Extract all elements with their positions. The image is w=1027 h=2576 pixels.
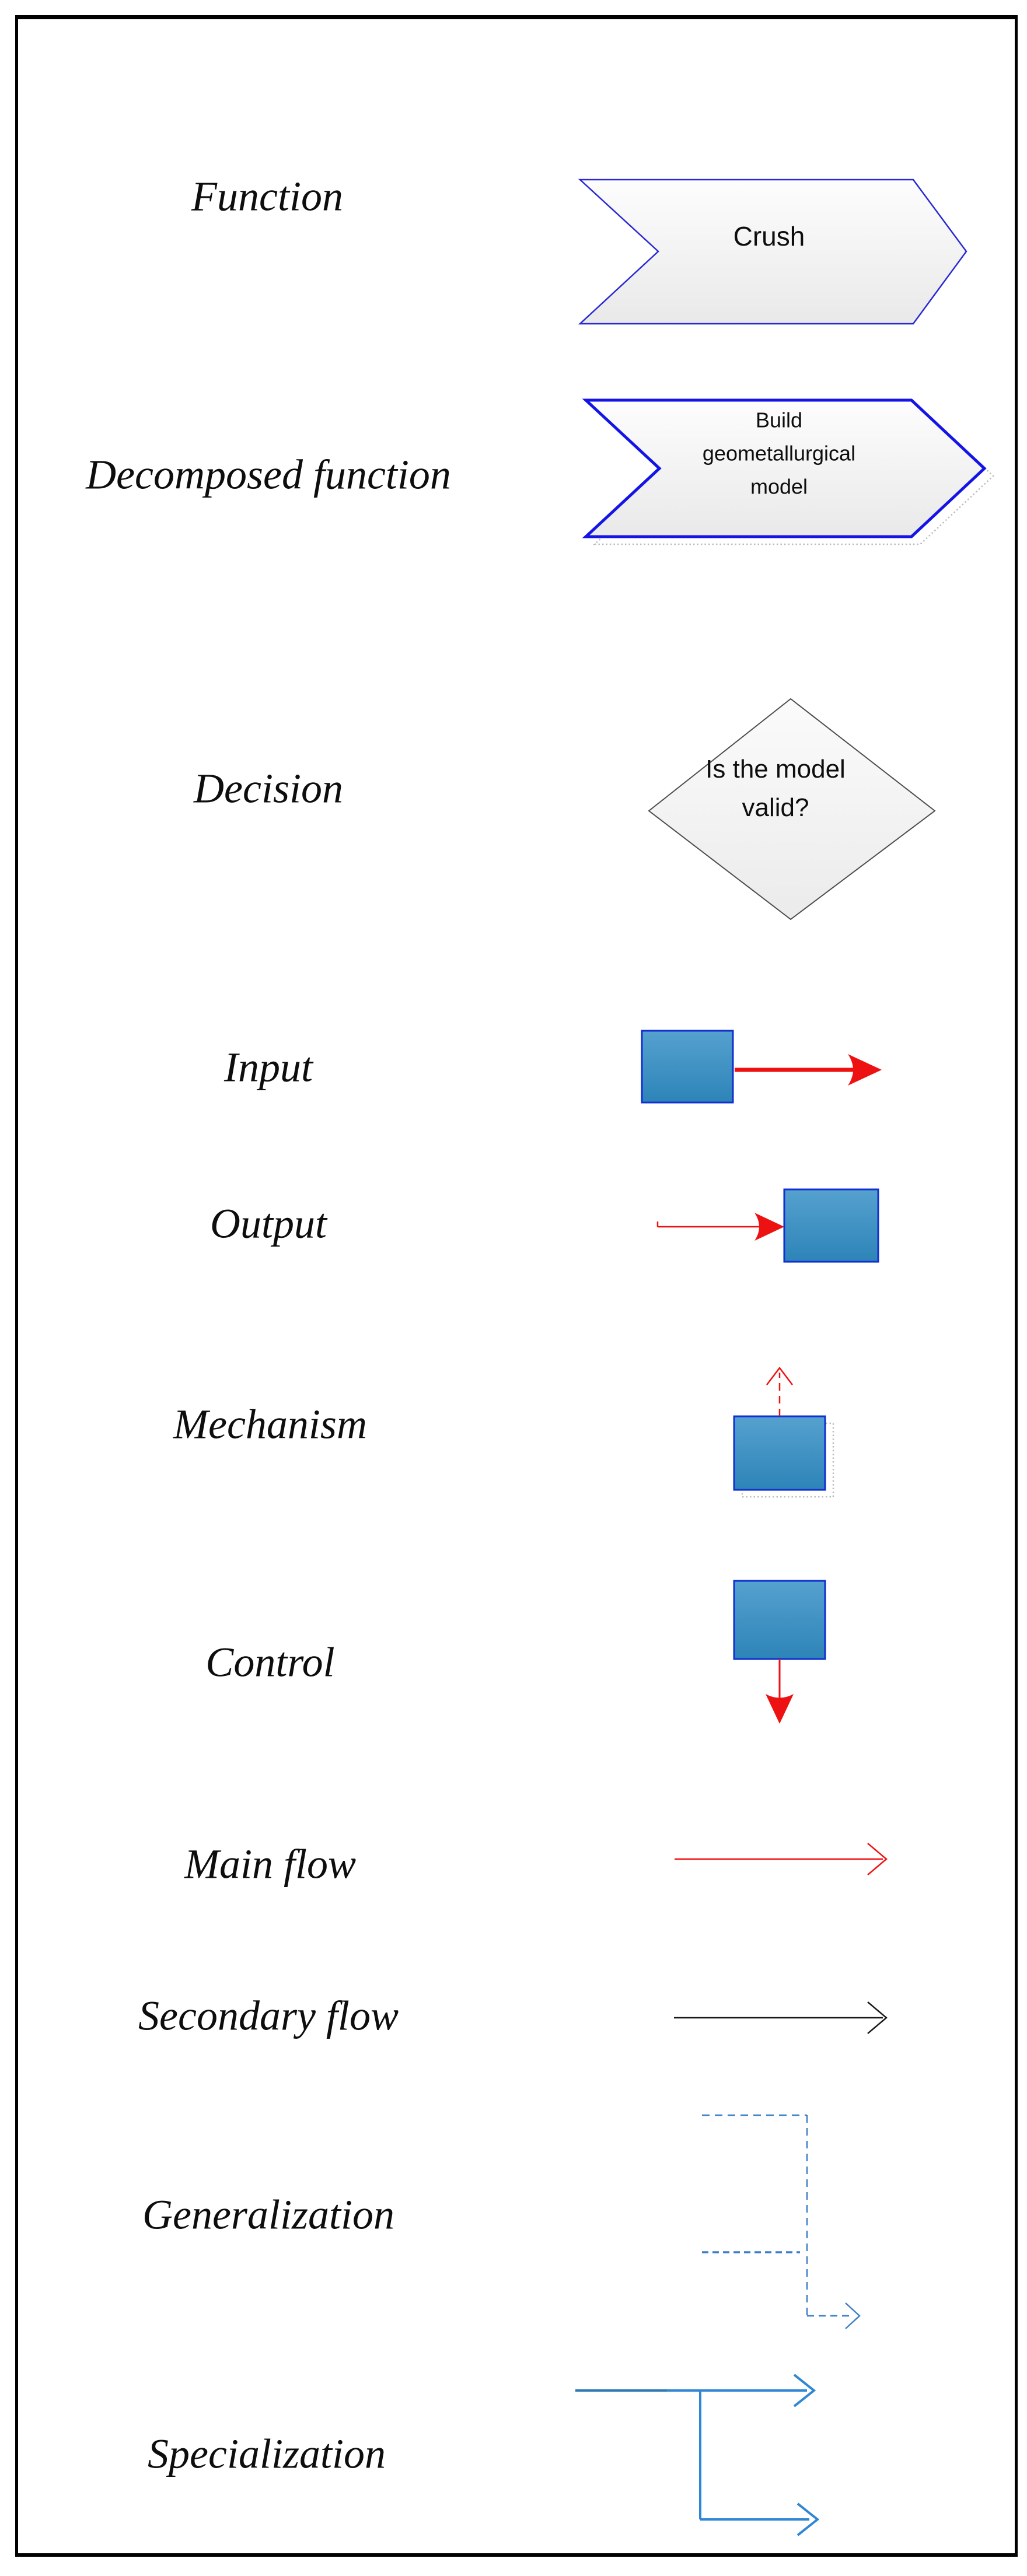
mechanism-label: Mechanism [173,1401,367,1448]
mechanism-box [733,1415,826,1491]
decision-diamond [648,698,936,921]
mechanism-arrowhead [766,1366,793,1385]
specialization-label: Specialization [148,2430,386,2477]
decision-text-line-1: Is the model [705,755,846,783]
decomposed-function-text-line-2: geometallurgical [702,441,856,466]
control-arrowhead [766,1694,794,1724]
main-flow-label: Main flow [184,1840,357,1888]
legend-frame: Function Decomposed function Decision In… [15,15,1018,2557]
input-arrowhead [848,1054,882,1086]
output-arrowhead [754,1213,784,1241]
input-box [641,1030,734,1104]
output-label: Output [209,1200,327,1247]
decision-text-line-2: valid? [742,793,809,822]
generalization-connector [702,2114,861,2329]
function-chevron-text: Crush [733,221,805,251]
function-chevron [578,178,967,325]
decomposed-function-chevron [582,398,987,538]
decomposed-function-label: Decomposed function [86,451,451,498]
specialization-connector [575,2374,820,2536]
specialization-top-arrowhead [793,2374,816,2407]
decomposed-function-text-line-1: Build [755,408,803,432]
specialization-bottom-arrowhead [797,2502,820,2536]
decomposed-function-text-line-3: model [750,474,808,499]
decision-diamond-text: Is the model valid? [705,750,846,827]
secondary-flow-label: Secondary flow [138,1992,399,2039]
main-flow-arrowhead [867,1843,888,1875]
decision-label: Decision [194,765,343,812]
generalization-label: Generalization [142,2191,394,2238]
output-box [783,1188,879,1263]
legend-shapes [575,178,994,2536]
control-box [733,1580,826,1660]
decomposed-function-chevron-text: Build geometallurgical model [703,404,855,503]
input-label: Input [224,1044,313,1091]
function-label: Function [191,173,343,220]
secondary-flow-arrowhead [867,2001,888,2034]
generalization-arrowhead [845,2302,861,2329]
control-label: Control [205,1639,335,1686]
